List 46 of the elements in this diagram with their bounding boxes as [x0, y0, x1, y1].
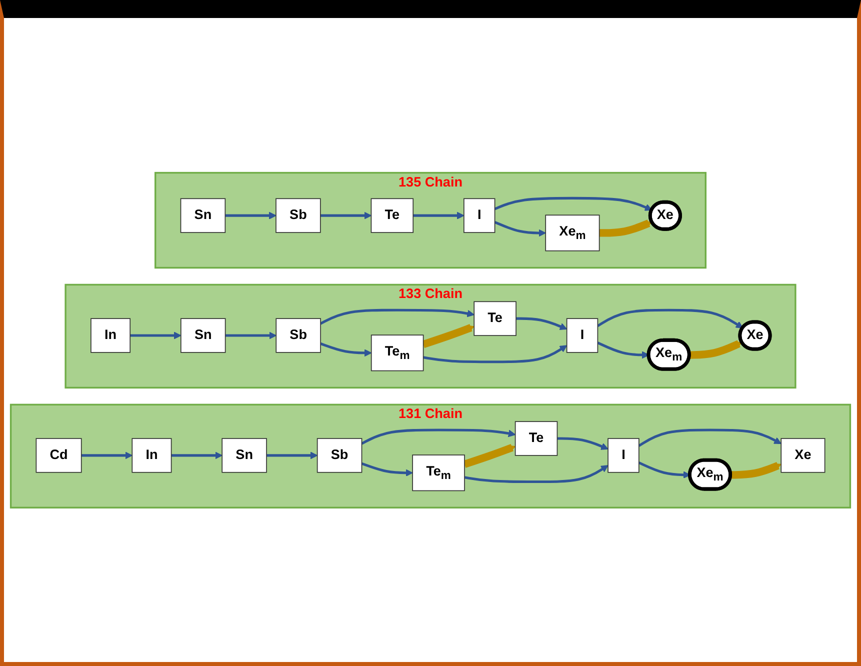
arrow	[225, 332, 276, 340]
node-box: Xe$_{m}$	[545, 214, 600, 252]
node-box: Sb	[316, 438, 362, 473]
node-box: In	[132, 438, 172, 473]
node-box: Sn	[222, 438, 267, 473]
arrow	[422, 324, 474, 348]
arrow	[597, 341, 650, 358]
arrow	[494, 220, 546, 236]
arrow	[494, 196, 652, 211]
node-box: Te$_{m}$	[412, 454, 465, 491]
node-box: Sb	[276, 198, 321, 233]
node-box: Te	[514, 420, 558, 456]
node-box: Te	[474, 301, 516, 336]
arrow	[516, 317, 568, 330]
arrow	[320, 212, 372, 220]
arrow	[638, 428, 782, 447]
node-box: I	[566, 318, 598, 353]
arrow	[320, 342, 372, 356]
node-box: Sn	[180, 198, 226, 233]
node-box: I	[608, 438, 640, 473]
arrow	[423, 344, 568, 363]
arrow	[464, 464, 608, 483]
arrow	[413, 212, 464, 220]
arrow	[81, 452, 132, 459]
node-box: Sn	[180, 318, 226, 353]
node-box: Te$_{m}$	[370, 334, 424, 371]
node-box: Te	[370, 198, 414, 233]
arrow	[557, 437, 608, 450]
arrow	[320, 308, 474, 325]
node-box: Sb	[276, 318, 321, 353]
arrow	[225, 212, 276, 220]
node-box: Cd	[36, 438, 82, 473]
arrow	[689, 340, 742, 359]
arrow	[730, 462, 782, 479]
arrow	[638, 461, 690, 478]
arrow	[130, 332, 182, 340]
arrow	[171, 452, 222, 459]
arrow	[463, 444, 516, 468]
arrow	[597, 308, 744, 328]
arrow	[266, 452, 318, 459]
arrow	[361, 462, 413, 476]
node-box: In	[90, 318, 131, 353]
node-box: Xe	[780, 438, 826, 473]
node-box: I	[464, 198, 496, 233]
arrow	[599, 219, 652, 237]
arrow	[361, 428, 516, 445]
